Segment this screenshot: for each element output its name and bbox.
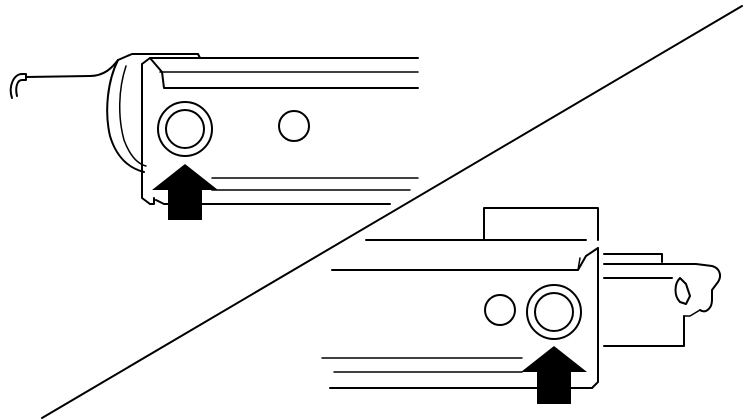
rail-hole xyxy=(278,110,310,142)
rail-body-bottom-edge xyxy=(155,199,391,205)
bolt-inner-ring xyxy=(165,109,205,149)
mechanism-inner xyxy=(683,309,701,317)
mechanism-top xyxy=(603,253,663,263)
rail-body-second xyxy=(331,247,599,271)
rail-housing-inner-curve xyxy=(118,65,147,167)
rail-body-top-edge xyxy=(577,257,581,271)
diagonal-divider xyxy=(41,5,743,419)
rail-front-plate xyxy=(591,247,599,389)
mechanism-body xyxy=(603,263,721,313)
rail-housing-curve xyxy=(106,59,145,173)
mechanism-lower xyxy=(603,277,685,347)
clip-tab xyxy=(674,277,691,305)
arrow-up-icon xyxy=(152,164,218,220)
bolt-outer-ring xyxy=(157,101,213,157)
bolt-inner-ring xyxy=(534,292,574,332)
rail-body-flange xyxy=(149,57,419,89)
bolt-outer-ring xyxy=(526,284,582,340)
arrow-up-icon xyxy=(521,346,587,404)
hook-clip-arm xyxy=(25,59,119,78)
panel-bottom-right xyxy=(321,207,721,404)
rail-body-bottom xyxy=(149,197,155,205)
rail-housing-back xyxy=(117,53,201,61)
panel-top-left xyxy=(9,53,419,220)
rail-body-front xyxy=(141,63,151,205)
rail-hole xyxy=(484,294,516,326)
rail-body-top xyxy=(141,57,419,65)
bracket-box xyxy=(483,207,599,241)
hook-clip xyxy=(9,73,27,99)
